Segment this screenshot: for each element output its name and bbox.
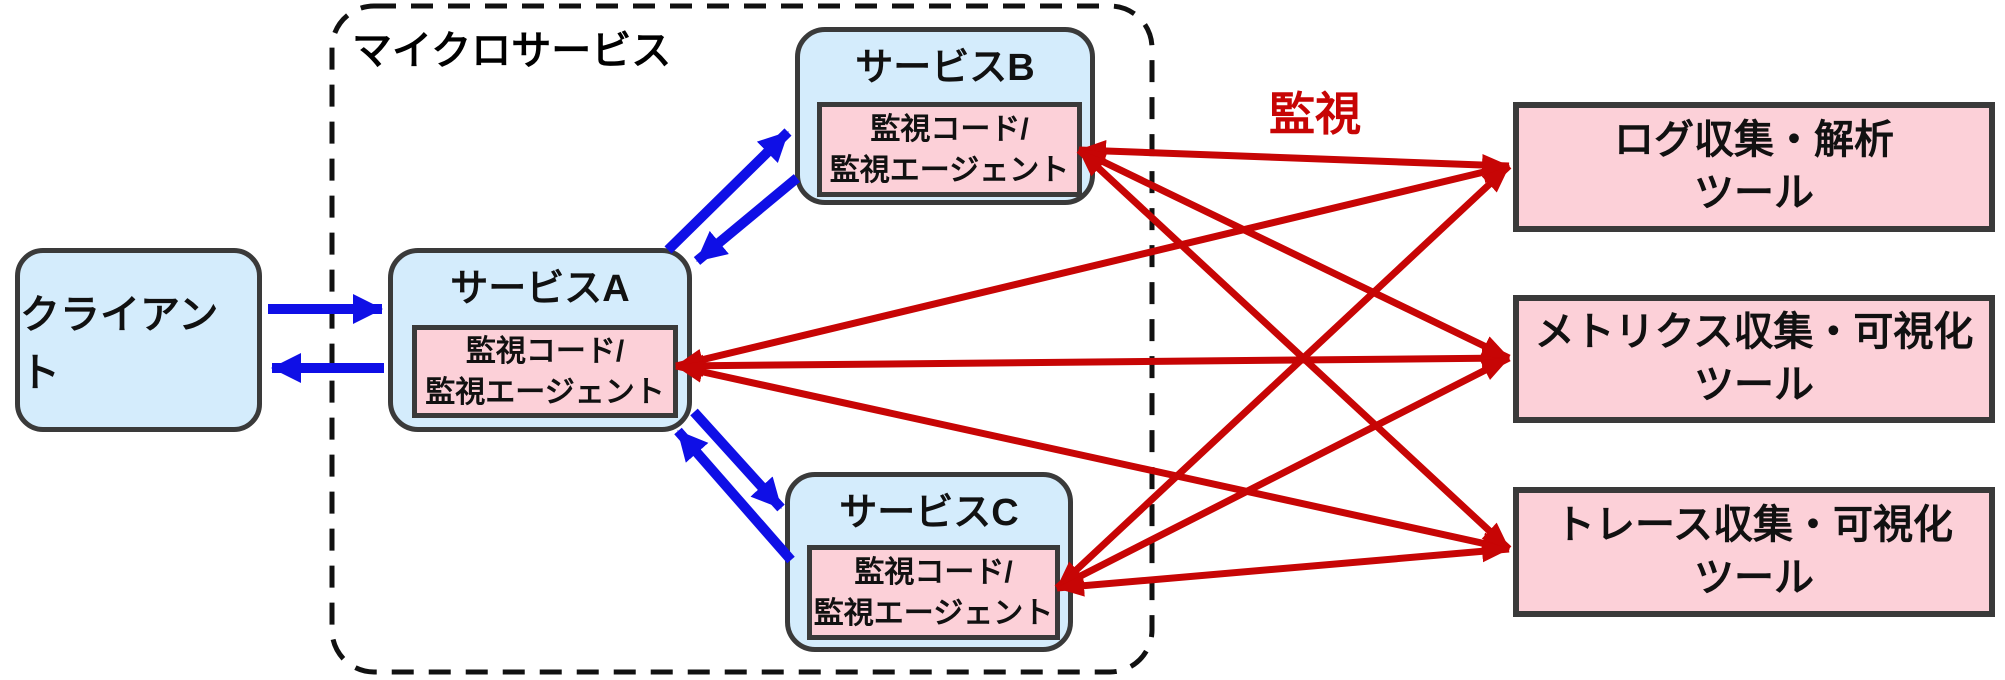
arrow-agent-b-to-log-tool — [1078, 140, 1510, 176]
service-c-agent-line2: 監視エージェント — [813, 596, 1054, 630]
microservices-group-label: マイクロサービス — [352, 29, 672, 73]
arrow-agent-b-to-metrics-tool — [1077, 146, 1511, 362]
service-c-node: サービスC 監視コード/ 監視エージェント — [785, 472, 1073, 652]
service-b-title: サービスB — [855, 47, 1035, 89]
tool-trace-node: トレース収集・可視化 ツール — [1513, 487, 1995, 617]
service-a-agent-line1: 監視コード/ — [465, 334, 625, 368]
service-b-agent-box: 監視コード/ 監視エージェント — [817, 102, 1082, 197]
service-b-agent-line2: 監視エージェント — [829, 153, 1070, 187]
service-a-agent-line2: 監視エージェント — [425, 375, 665, 409]
arrow-service-a-to-service-b — [664, 128, 792, 254]
arrow-agent-b-to-trace-tool — [1076, 147, 1512, 552]
client-node: クライアント — [15, 248, 262, 432]
arrow-service-c-to-service-a — [674, 427, 795, 564]
arrow-service-b-to-service-a — [693, 174, 801, 265]
arrow-agent-a-to-log-tool — [675, 161, 1510, 371]
monitoring-label: 監視 — [1269, 88, 1361, 140]
tool-log-node: ログ収集・解析 ツール — [1513, 102, 1995, 232]
tool-metrics-line1: メトリクス収集・可視化 — [1534, 310, 1974, 354]
tool-trace-line2: ツール — [1694, 556, 1814, 600]
service-a-agent-box: 監視コード/ 監視エージェント — [412, 325, 678, 418]
tool-metrics-line2: ツール — [1694, 363, 1814, 407]
arrow-agent-c-to-log-tool — [1054, 163, 1512, 591]
tool-metrics-node: メトリクス収集・可視化 ツール — [1513, 295, 1995, 423]
client-label: クライアント — [20, 293, 219, 395]
service-c-agent-box: 監視コード/ 監視エージェント — [807, 545, 1060, 640]
arrow-agent-c-to-trace-tool — [1056, 540, 1510, 597]
tool-trace-line1: トレース収集・可視化 — [1555, 503, 1953, 547]
arrow-agent-a-to-metrics-tool — [675, 347, 1510, 377]
service-a-node: サービスA 監視コード/ 監視エージェント — [388, 248, 692, 432]
service-b-node: サービスB 監視コード/ 監視エージェント — [795, 27, 1095, 205]
tool-log-line1: ログ収集・解析 — [1614, 118, 1894, 162]
service-c-title: サービスC — [839, 492, 1019, 534]
tool-log-line2: ツール — [1694, 171, 1814, 215]
service-b-agent-line1: 監視コード/ — [870, 112, 1029, 146]
service-c-agent-line1: 監視コード/ — [854, 555, 1013, 589]
arrow-agent-c-to-metrics-tool — [1055, 354, 1511, 592]
arrow-service-a-to-service-c — [690, 408, 785, 512]
service-a-title: サービスA — [450, 268, 630, 310]
